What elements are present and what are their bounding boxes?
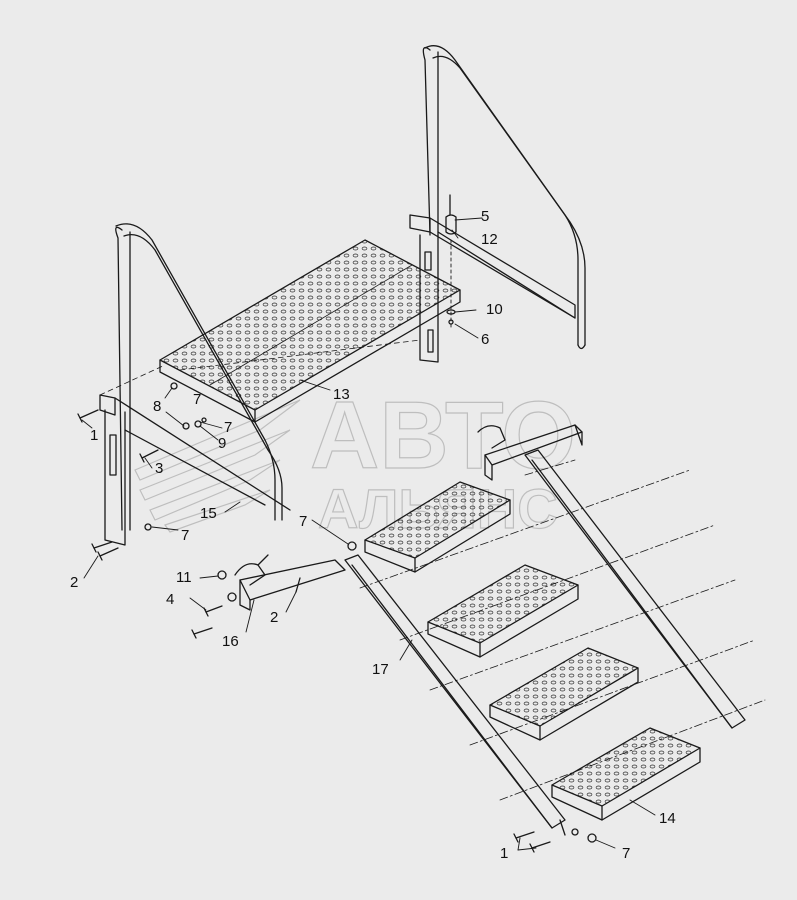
callout-2-mid: 2 <box>270 609 278 626</box>
callout-7-c: 7 <box>181 527 189 544</box>
callout-7-e: 7 <box>622 845 630 862</box>
leader-lines <box>81 217 656 851</box>
watermark-text-1: АВТО <box>310 382 576 489</box>
upper-right-bracket <box>347 424 583 551</box>
callout-8: 8 <box>153 398 161 415</box>
left-hardware <box>77 382 207 561</box>
callout-7-b: 7 <box>224 419 232 436</box>
callout-1-bottom: 1 <box>500 845 508 862</box>
callout-5: 5 <box>481 208 489 225</box>
rear-handrail <box>409 45 586 363</box>
stair-treads <box>364 481 701 821</box>
platform <box>159 239 461 423</box>
callout-6: 6 <box>481 331 489 348</box>
drawing-lines <box>77 45 766 853</box>
callout-7-a: 7 <box>193 391 201 408</box>
callout-labels: 1 3 7 8 7 9 5 12 10 6 13 15 7 2 7 11 4 1… <box>70 208 676 862</box>
stair-stringers <box>344 449 746 836</box>
bottom-hardware <box>513 828 597 853</box>
alignment-lines <box>359 459 766 801</box>
callout-7-d: 7 <box>299 513 307 530</box>
callout-4: 4 <box>166 591 174 608</box>
callout-1-top: 1 <box>90 427 98 444</box>
callout-15: 15 <box>200 505 217 522</box>
callout-12: 12 <box>481 231 498 248</box>
lower-left-bracket <box>191 554 346 639</box>
callout-13: 13 <box>333 386 350 403</box>
callout-3: 3 <box>155 460 163 477</box>
callout-14: 14 <box>659 810 676 827</box>
callout-17: 17 <box>372 661 389 678</box>
callout-10: 10 <box>486 301 503 318</box>
callout-9: 9 <box>218 435 226 452</box>
front-handrail <box>99 223 291 546</box>
callout-11: 11 <box>176 569 192 586</box>
callout-2-left: 2 <box>70 574 78 591</box>
callout-16: 16 <box>222 633 239 650</box>
